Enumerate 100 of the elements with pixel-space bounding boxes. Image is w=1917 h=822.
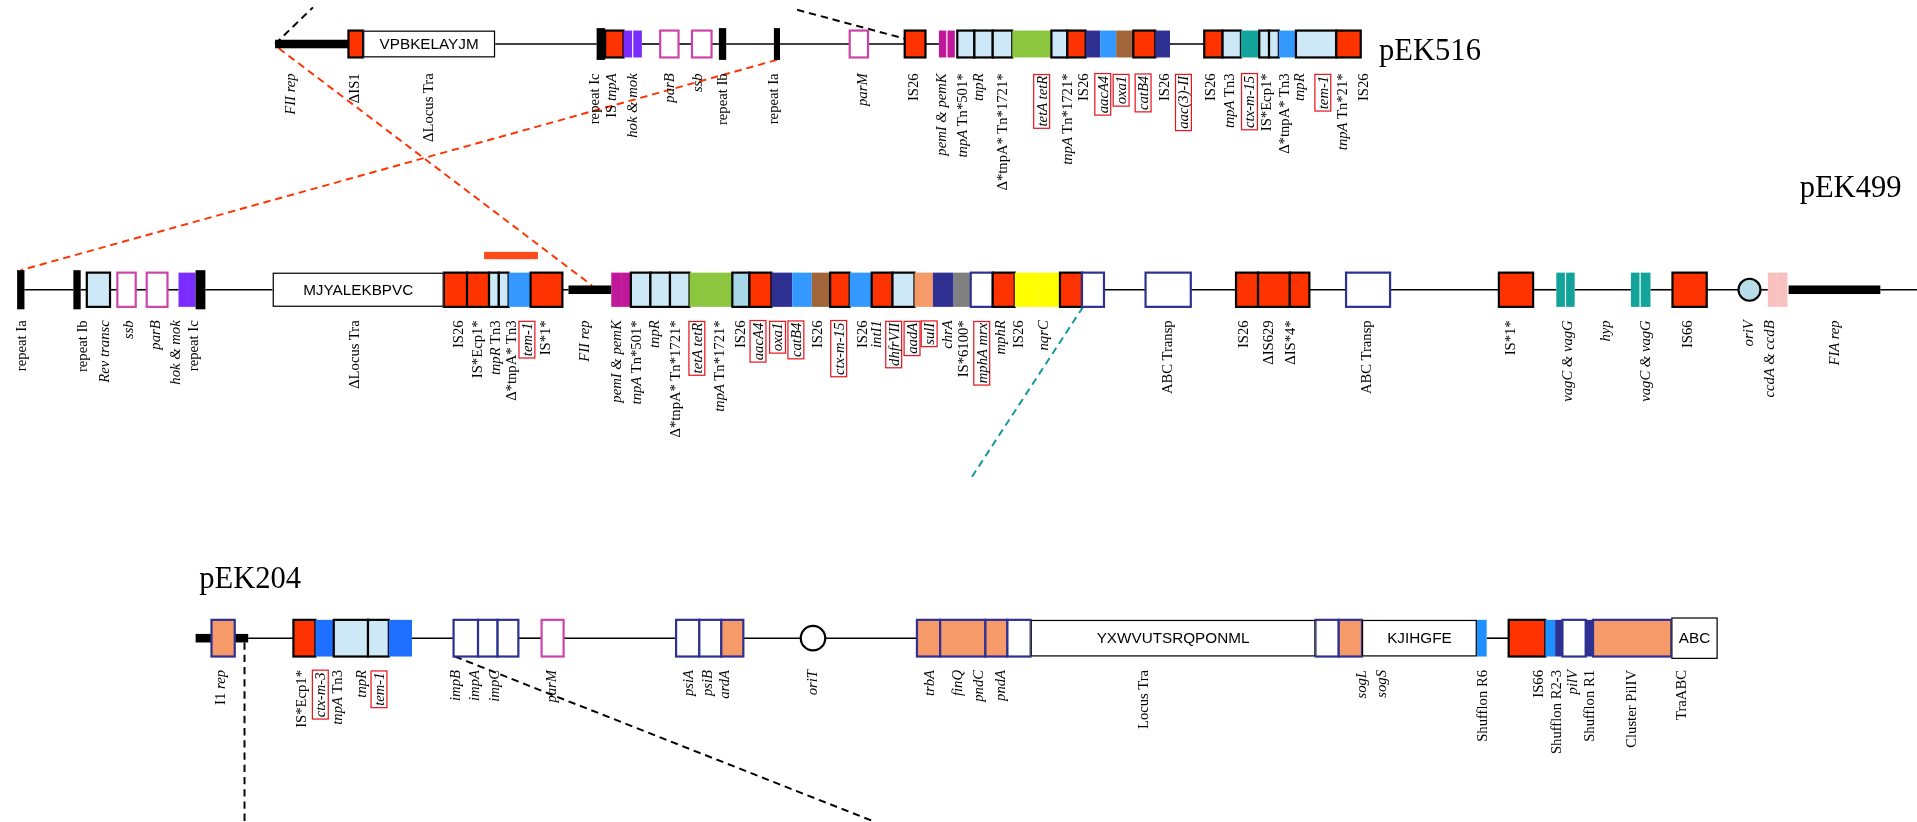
gene-label: tnpR [970,73,986,102]
gene-box [315,619,334,657]
gene-label: pemI & pemK [608,320,624,403]
origin-circle [1737,277,1762,302]
gene-label: ΔLocus Tra [420,73,436,142]
gene-box [848,29,870,59]
gene-label: pndC [970,669,986,702]
gene-label: repeat Ia [765,73,780,125]
gene-label: IS*6100* [956,320,971,378]
gene-label: tnpA Tn*1721* [1059,73,1075,165]
gene-box [969,271,994,308]
locus-box: MJYALEKBPVC [272,272,444,307]
gene-label: Δ*tnpA* Tn3 [503,320,519,401]
gene-label: ccdA & ccdB [1761,320,1777,398]
gene-box [388,619,412,657]
gene-label: IS26 [1011,320,1026,349]
gene-label: tnpR Tn3 [487,320,503,376]
gene-box [649,271,672,308]
gene-label: IS26 [905,73,921,102]
gene-label: ΔIS629 [1260,320,1276,365]
gene-box [771,272,793,307]
gene-box [1058,271,1084,308]
gene-label: IS26 [854,320,870,349]
gene-box [849,272,872,307]
gene-label: hok & mok [624,73,640,138]
gene-label: tnpA Tn3 [330,669,345,725]
gene-label: IS tnpA [603,73,619,118]
gene-box [476,618,499,658]
gene-box [939,618,987,658]
backbone-line [23,288,75,291]
gene-box [1234,271,1260,308]
gene-box [1203,29,1224,59]
gene-box [623,30,633,58]
gene-label: mphR [992,320,1008,355]
gene-label: IS*Ecp1* [1259,73,1274,132]
gene-box [1006,618,1032,658]
gene-box [1344,271,1392,308]
gene-label: IS66 [1530,669,1546,698]
gene-box [792,272,812,307]
gene-label: vagC & vagG [1560,320,1575,402]
gene-box [932,272,954,307]
gene-label: IS26 [451,320,466,349]
gene-label: ssb [689,73,705,93]
gene-box [938,30,947,58]
gene-box [1050,29,1069,59]
locus-box: VPBKELAYJM [363,30,496,58]
gene-box [611,272,622,307]
dashed-connector [277,47,593,287]
gene-label: tnpA Tn*1721* [711,320,727,412]
replicon-bar [275,39,349,49]
gene-label: tnpR [353,669,368,698]
gene-box [1337,618,1364,658]
backbone-line [1190,288,1237,291]
gene-label: oriT [804,669,820,696]
gene-label: impA [467,669,482,701]
gene-label: tnpA Tn*501* [954,73,970,158]
gene-box [210,618,236,658]
plasmid-name: pEK204 [199,562,302,593]
gene-box [1591,618,1673,658]
dashed-connector [19,58,778,272]
gene-label: I1 rep [212,669,228,705]
repeat-bar [73,270,81,310]
gene-box [442,271,469,308]
gene-box [1144,271,1192,308]
gene-box [1014,272,1037,307]
gene-label: ssb [121,320,136,340]
gene-box [675,618,701,658]
highlighted-gene-label: aac(3)-II [1174,73,1192,132]
gene-box [914,272,933,307]
gene-box [1132,29,1157,59]
highlighted-gene-label: tetA tetR [688,320,706,376]
gene-box [85,271,112,308]
gene-box [1256,271,1291,308]
plasmid-name: pEK516 [1379,34,1481,65]
backbone-line [1879,288,1917,291]
gene-label: IS26 [809,320,824,349]
highlighted-gene-label: ctx-m-15 [830,320,848,378]
gene-box [1671,271,1708,308]
gene-box [187,272,196,307]
gene-box [1012,30,1052,58]
gene-label: finQ [949,669,965,697]
gene-label: tnpR [646,320,662,349]
gene-label: Rev transc [96,320,112,383]
gene-box [659,29,680,59]
gene-label: Shufflon R6 [1474,669,1490,742]
gene-box [540,618,565,658]
gene-box [529,271,564,308]
gene-label: Δ*tnpA* Tn*1721* [667,320,683,438]
gene-box [292,618,317,658]
gene-label: ΔIS*4* [1282,320,1298,365]
gene-label: IS26 [1203,73,1218,102]
gene-label: parB [147,320,163,350]
locus-box: KJIHGFE [1361,619,1477,657]
gene-box [748,271,773,308]
gene-box [956,29,976,59]
gene-box [991,29,1014,59]
gene-label: Cluster PilIV [1623,669,1639,748]
highlighted-gene-label: mphA mrx [973,320,991,386]
gene-box [1066,29,1087,59]
backbone-line [1573,288,1632,291]
